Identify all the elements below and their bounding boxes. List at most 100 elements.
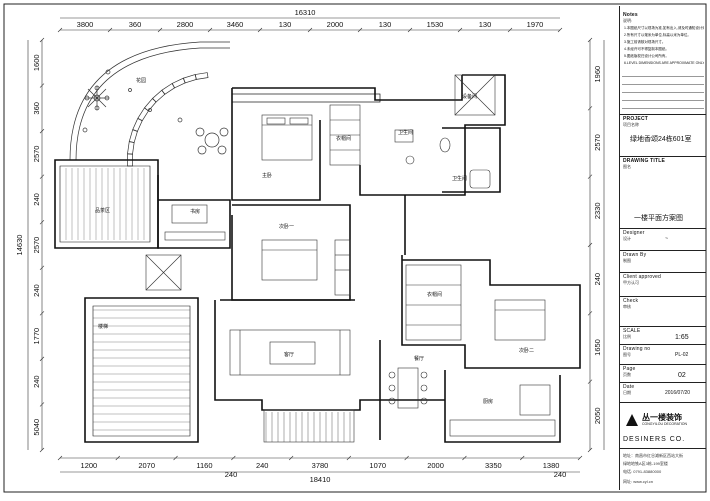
- dim-bottom-6: 2000: [427, 461, 444, 470]
- room-bedroom-3: 次卧二: [519, 347, 534, 354]
- dining-table: [397, 367, 419, 409]
- dim-left-total: 14630: [15, 235, 24, 256]
- page-value: 02: [678, 372, 686, 379]
- dim-bottom-4: 3780: [312, 461, 329, 470]
- dim-bottom-total: 18410: [310, 475, 331, 484]
- date-label: Date: [623, 384, 635, 390]
- dim-top-total: 16310: [295, 8, 316, 17]
- dim-right-3: 240: [593, 273, 602, 286]
- company-logo: 丛一楼装饰 CONGYILOU DECORATION: [626, 412, 702, 430]
- drawing-title-label: DRAWING TITLE: [623, 158, 666, 164]
- dimension-lines: [27, 17, 605, 473]
- dim-left-1: 360: [32, 102, 41, 115]
- check-sub: 审核: [623, 304, 631, 309]
- drawing-no-value: PL-02: [675, 352, 689, 358]
- bedroom-2-bed: [261, 239, 318, 281]
- dim-bottom-5: 1070: [369, 461, 386, 470]
- dim-right-1: 2570: [593, 134, 602, 151]
- company-name: DESINERS CO.: [623, 436, 686, 443]
- dim-top-8: 130: [479, 20, 492, 29]
- room-bedroom-2: 次卧一: [279, 223, 294, 230]
- logo-mark-icon: [626, 414, 638, 426]
- drawn-by-label: Drawn By: [623, 252, 647, 258]
- drawing-title-sub: 图名: [623, 164, 631, 169]
- dim-top-7: 1530: [427, 20, 444, 29]
- designer-sub: 设计: [623, 236, 631, 241]
- drawing-no-sub: 图号: [623, 352, 631, 357]
- logo-text: 丛一楼装饰: [642, 413, 682, 422]
- dim-bottom-small-1: 240: [554, 470, 567, 479]
- dim-top-1: 360: [129, 20, 142, 29]
- kitchen-counter: [449, 419, 556, 437]
- client-sub: 甲方认可: [623, 280, 639, 285]
- dim-left-4: 2570: [32, 237, 41, 254]
- room-equipment: 设备间: [462, 93, 477, 100]
- dim-bottom-7: 3350: [485, 461, 502, 470]
- address-line-2: 绿地地铁A区3栋-199室楼: [623, 461, 668, 466]
- sheet-border: [3, 3, 707, 493]
- equipment-room: [454, 74, 496, 116]
- title-block: Notes 说明: 1.本图纸尺寸以现场为准,如有出入,请及时通知设计师。 2.所…: [619, 6, 706, 490]
- page-label: Page: [623, 366, 636, 372]
- scale-sub: 比例: [623, 334, 631, 339]
- dim-bottom-2: 1160: [196, 461, 212, 470]
- note-line: 4.未经许可不得复制本图纸。: [624, 47, 669, 51]
- room-study: 书房: [190, 208, 200, 215]
- drawn-by-sub: 制图: [623, 258, 631, 263]
- walls: [54, 74, 581, 443]
- dim-top-3: 3460: [227, 20, 244, 29]
- website: 网址: www.cyl.cn: [623, 479, 654, 484]
- drawing-title: 一楼平面方案图: [634, 215, 683, 222]
- dim-bottom-8: 1380: [543, 461, 560, 470]
- room-garden: 花园: [136, 77, 146, 84]
- dim-top-5: 2000: [327, 20, 344, 29]
- dim-left-7: 240: [32, 375, 41, 388]
- note-line: 1.本图纸尺寸以现场为准,如有出入,请及时通知设计师。: [624, 26, 704, 30]
- bedroom-3-bed: [494, 299, 546, 341]
- dim-top-0: 3800: [77, 20, 94, 29]
- dim-bottom-small-0: 240: [225, 470, 238, 479]
- dim-left-5: 240: [32, 284, 41, 297]
- dim-top-4: 130: [279, 20, 292, 29]
- room-dining-room: 餐厅: [414, 355, 424, 362]
- interior-details: [65, 74, 556, 443]
- dim-left-8: 5040: [32, 419, 41, 436]
- dim-bottom-3: 240: [256, 461, 269, 470]
- room-cloakroom-2: 衣帽间: [427, 291, 442, 298]
- dim-top-9: 1970: [527, 20, 544, 29]
- room-labels: 花园 书房 品茶区 主卧 衣帽间 卫生间 卫生间 次卧一 衣帽间 次卧二 客厅 …: [95, 77, 534, 405]
- note-line: 3.施工前请核对现场尺寸。: [624, 40, 666, 44]
- living-room-sofa: [229, 329, 351, 376]
- room-kitchen: 厨房: [483, 398, 493, 405]
- drawing-no-label: Drawing no: [623, 346, 651, 352]
- notes-list: 1.本图纸尺寸以现场为准,如有出入,请及时通知设计师。 2.所有尺寸以毫米为单位,…: [624, 25, 704, 67]
- project-label: PROJECT: [623, 116, 649, 122]
- client-label: Client approved: [623, 274, 662, 280]
- date-value: 2016/07/20: [665, 390, 691, 396]
- phone: 电话: 0791-83880000: [623, 469, 662, 474]
- room-bathroom-2: 卫生间: [452, 175, 467, 182]
- dim-right-0: 1960: [593, 66, 602, 83]
- notes-label: Notes: [623, 12, 638, 18]
- designer-signature: ~: [665, 236, 668, 242]
- lattice-window: [145, 254, 182, 291]
- designer-label: Designer: [623, 230, 645, 236]
- scale-label: SCALE: [623, 328, 641, 334]
- room-bathroom-1: 卫生间: [398, 129, 413, 136]
- dim-left-0: 1600: [32, 54, 41, 71]
- garden-table-set: [195, 127, 229, 155]
- flower-motif: [84, 85, 110, 111]
- master-bed: [261, 114, 313, 161]
- note-line: 5.图纸版权归设计公司所有。: [624, 54, 669, 58]
- garden-area: [69, 41, 230, 167]
- notes-sub: 说明:: [623, 18, 633, 23]
- room-tea-area: 品茶区: [95, 207, 110, 214]
- dim-bottom-1: 2070: [138, 461, 155, 470]
- study-desk: [171, 204, 208, 224]
- room-cloakroom-1: 衣帽间: [336, 135, 351, 142]
- dim-bottom-0: 1200: [81, 461, 98, 470]
- note-line: 2.所有尺寸以毫米为单位,标高以米为单位。: [624, 33, 691, 37]
- dim-left-3: 240: [32, 193, 41, 206]
